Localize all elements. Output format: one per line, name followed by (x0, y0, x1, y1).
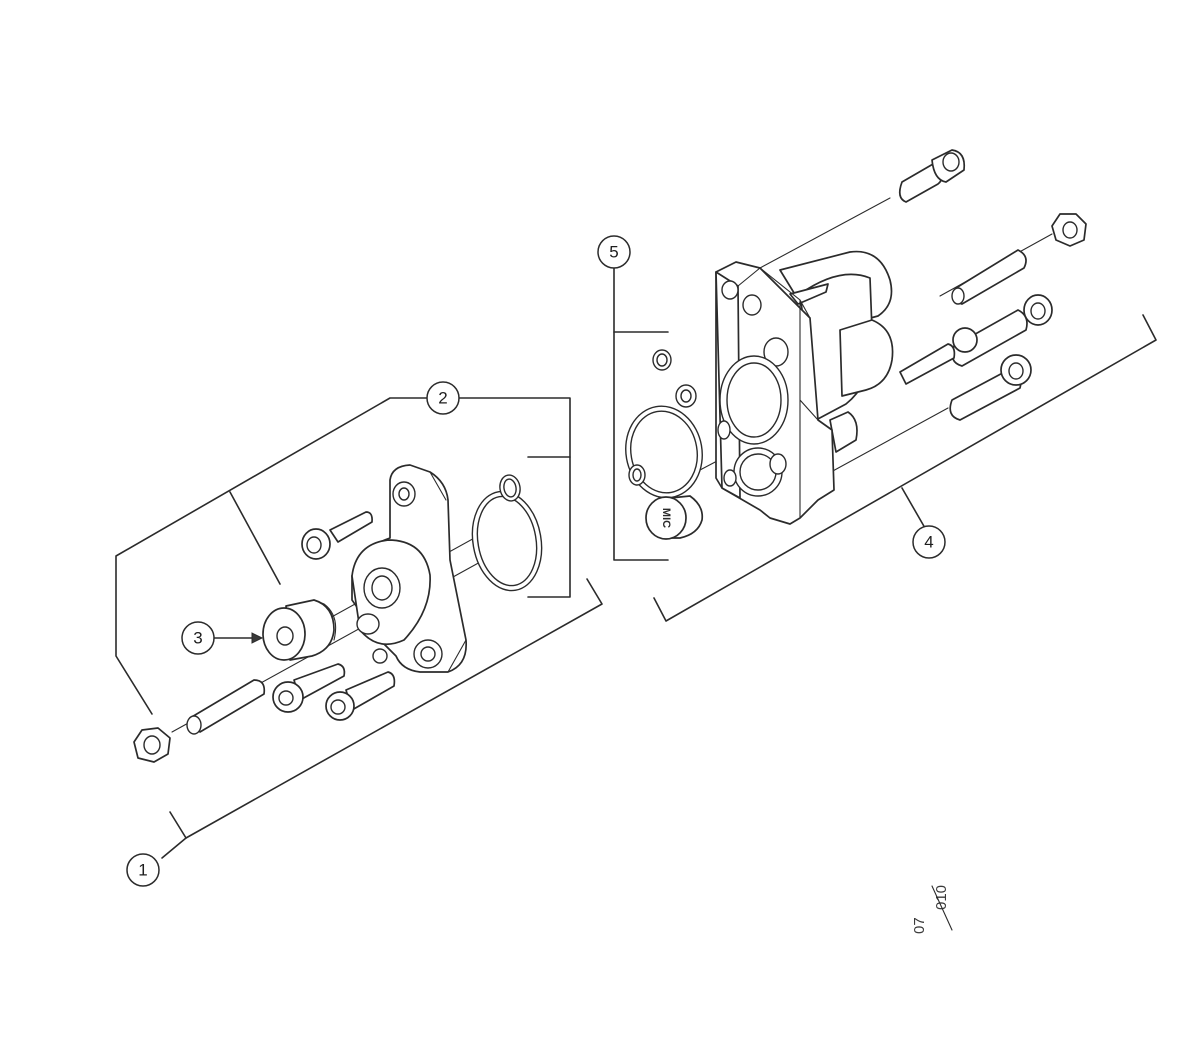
reference-slash (931, 885, 953, 931)
reference-top: 07 (911, 917, 928, 934)
bracket-2-left (115, 397, 428, 715)
callout-4-label: 4 (924, 533, 933, 552)
right-screw-3 (899, 327, 978, 385)
callout-2: 2 (426, 381, 460, 415)
right-housing (779, 250, 894, 453)
left-assembly (115, 397, 603, 859)
right-screw-top (898, 149, 966, 203)
callout-5: 5 (597, 235, 631, 269)
reference-number: 07 010 (911, 885, 950, 934)
right-screw-1 (951, 294, 1053, 367)
right-screw-2 (949, 354, 1032, 421)
callout-3: 3 (181, 621, 215, 655)
left-piston (262, 599, 337, 661)
right-nut (1051, 213, 1087, 247)
axis-line-top (759, 197, 891, 269)
right-stud (951, 249, 1027, 305)
bracket-2-right (458, 397, 571, 598)
axis-line-low (819, 407, 949, 479)
right-block (715, 261, 835, 525)
left-flange-body (351, 464, 468, 673)
bracket-2-branch (229, 491, 281, 585)
bracket-5 (613, 267, 669, 561)
left-screw-bottom-2 (325, 671, 396, 721)
reference-bottom: 010 (933, 885, 950, 910)
callout-1: 1 (126, 853, 160, 887)
callout-3-label: 3 (193, 629, 202, 648)
left-orings (471, 474, 543, 592)
left-screw-top (301, 511, 373, 560)
callout-1-label: 1 (138, 861, 147, 880)
left-screw-bottom-1 (272, 663, 346, 713)
callout-4: 4 (912, 525, 946, 559)
right-assembly: MIC (613, 149, 1157, 622)
bracket-4 (653, 314, 1157, 622)
leader-3-arrow (251, 632, 264, 644)
callout-5-label: 5 (609, 243, 618, 262)
left-stud (186, 679, 266, 735)
bracket-1 (169, 578, 603, 839)
callout-2-label: 2 (438, 389, 447, 408)
right-seals (625, 349, 703, 499)
left-nut (133, 727, 171, 763)
leader-4 (901, 487, 926, 529)
badge-disk: MIC (645, 495, 704, 540)
leader-1 (161, 837, 187, 859)
badge-label: MIC (660, 508, 672, 528)
